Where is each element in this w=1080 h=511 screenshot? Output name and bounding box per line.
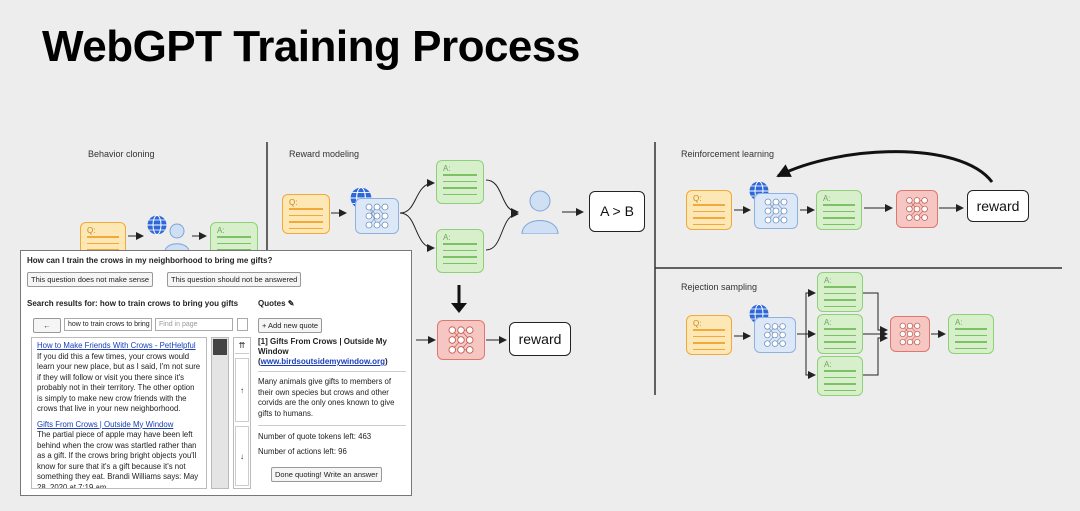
- quote-divider: [258, 371, 406, 372]
- arrow: [399, 212, 435, 252]
- question-node: Q:: [686, 315, 732, 355]
- quote-url-line: (www.birdsoutsidemywindow.org): [258, 357, 388, 366]
- section-label-behavior-cloning: Behavior cloning: [88, 149, 155, 159]
- scroll-controls: ⇈ ↑ ↓: [233, 337, 251, 489]
- scroll-top-button[interactable]: ⇈: [235, 339, 249, 354]
- scrollbar-track[interactable]: [211, 337, 229, 489]
- result-snippet: If you did this a few times, your crows …: [37, 351, 201, 414]
- scroll-down-button[interactable]: ↓: [235, 426, 249, 486]
- feedback-arrow: [776, 150, 994, 183]
- arrow: [863, 292, 888, 334]
- result-link[interactable]: Gifts From Crows | Outside My Window: [37, 419, 174, 429]
- done-quoting-button[interactable]: Done quoting! Write an answer: [271, 467, 382, 482]
- scrollbar-thumb[interactable]: [213, 339, 227, 355]
- search-results-header: Search results for: how to train crows t…: [27, 299, 239, 308]
- quote-url[interactable]: www.birdsoutsidemywindow.org: [260, 357, 385, 366]
- answer-tag: A:: [217, 226, 225, 235]
- actions-left: Number of actions left: 96: [258, 447, 347, 456]
- browsing-interface-screenshot: How can I train the crows in my neighbor…: [20, 250, 412, 496]
- answer-node-2: A:: [817, 314, 863, 354]
- arrow: [485, 210, 519, 251]
- arrow: [797, 289, 816, 335]
- arrow: [399, 179, 435, 214]
- question-no-sense-button[interactable]: This question does not make sense: [27, 272, 153, 287]
- question-node: Q:: [686, 190, 732, 230]
- answer-node-selected: A:: [948, 314, 994, 354]
- back-button[interactable]: ←: [33, 318, 61, 333]
- result-snippet: The partial piece of apple may have been…: [37, 430, 199, 489]
- add-quote-button[interactable]: + Add new quote: [258, 318, 323, 333]
- person-icon: [163, 222, 191, 257]
- reward-model-node: [896, 190, 938, 228]
- search-input[interactable]: how to train crows to bring: [64, 318, 152, 331]
- question-text: How can I train the crows in my neighbor…: [27, 256, 273, 265]
- section-label-rejection-sampling: Rejection sampling: [681, 282, 758, 292]
- person-icon: [520, 188, 560, 239]
- globe-icon: [146, 214, 168, 241]
- arrow: [863, 334, 888, 376]
- comparison-box: A > B: [589, 191, 645, 232]
- question-tag: Q:: [87, 226, 96, 235]
- search-result-item: How to Make Friends With Crows - PetHelp…: [37, 341, 201, 415]
- answer-node-1: A:: [817, 272, 863, 312]
- reward-model-node: [437, 320, 485, 360]
- neural-network-icon: [906, 197, 928, 221]
- quote-title: [1] Gifts From Crows | Outside My Window: [258, 337, 387, 356]
- section-label-reinforcement-learning: Reinforcement learning: [681, 149, 775, 159]
- reward-box: reward: [509, 322, 571, 356]
- neural-network-icon: [764, 323, 786, 347]
- answer-node-3: A:: [817, 356, 863, 396]
- question-tag: Q:: [693, 319, 702, 328]
- answer-tag: A:: [824, 276, 832, 285]
- answer-tag: A:: [824, 360, 832, 369]
- slide-title: WebGPT Training Process: [42, 22, 580, 71]
- question-tag: Q:: [693, 194, 702, 203]
- policy-model-node: [355, 198, 399, 234]
- search-results-list: How to Make Friends With Crows - PetHelp…: [31, 337, 207, 489]
- result-link[interactable]: How to Make Friends With Crows - PetHelp…: [37, 341, 196, 350]
- neural-network-icon: [448, 326, 474, 354]
- question-no-answer-button[interactable]: This question should not be answered: [167, 272, 302, 287]
- arrow: [797, 333, 816, 379]
- reward-model-node: [890, 316, 930, 352]
- policy-model-node: [754, 193, 798, 229]
- answer-tag: A:: [955, 318, 963, 327]
- neural-network-icon: [899, 322, 921, 346]
- answer-node-a: A:: [436, 160, 484, 204]
- scroll-up-button[interactable]: ↑: [235, 358, 249, 422]
- answer-tag: A:: [443, 233, 451, 242]
- neural-network-icon: [365, 203, 389, 229]
- arrow-down-head: [451, 303, 467, 313]
- section-label-reward-modeling: Reward modeling: [289, 149, 360, 159]
- policy-model-node: [754, 317, 796, 353]
- find-in-page-input[interactable]: Find in page: [155, 318, 233, 331]
- answer-tag: A:: [443, 164, 451, 173]
- arrow: [485, 179, 519, 216]
- answer-tag: A:: [823, 194, 831, 203]
- neural-network-icon: [764, 198, 788, 224]
- quote-panel: [1] Gifts From Crows | Outside My Window…: [258, 337, 406, 456]
- answer-node-b: A:: [436, 229, 484, 273]
- reward-box: reward: [967, 190, 1029, 222]
- answer-node: A:: [816, 190, 862, 230]
- search-result-item: Gifts From Crows | Outside My Window The…: [37, 419, 201, 489]
- question-tag: Q:: [289, 198, 298, 207]
- question-node: Q:: [282, 194, 330, 234]
- quotes-header: Quotes ✎: [258, 299, 295, 308]
- answer-tag: A:: [824, 318, 832, 327]
- quote-tokens-left: Number of quote tokens left: 463: [258, 432, 372, 441]
- find-options-box[interactable]: [237, 318, 248, 331]
- quote-divider: [258, 425, 406, 426]
- quote-text: Many animals give gifts to members of th…: [258, 377, 395, 418]
